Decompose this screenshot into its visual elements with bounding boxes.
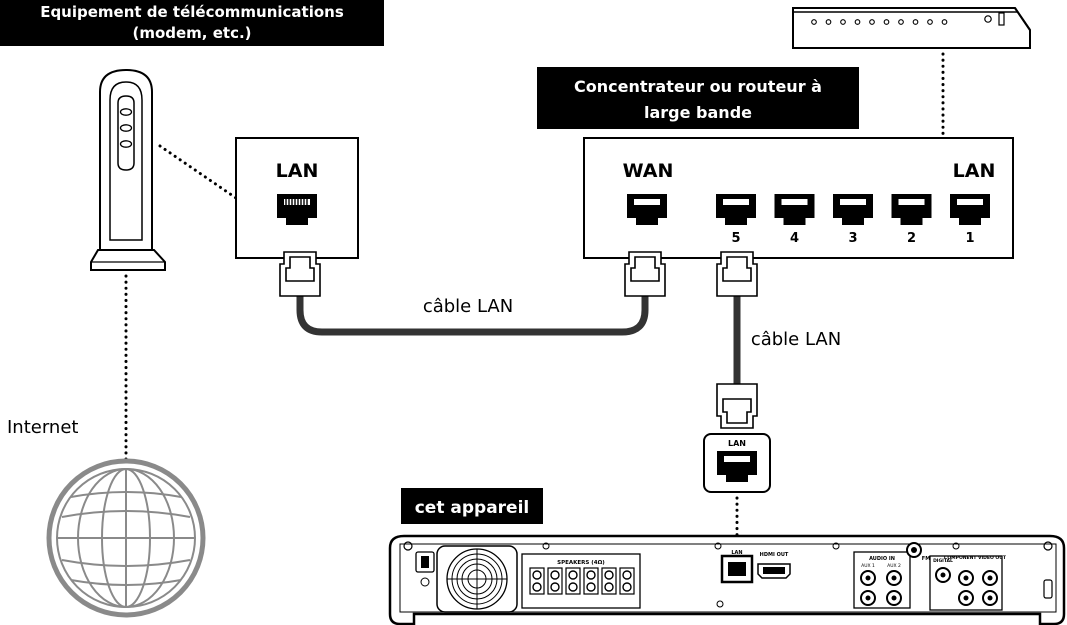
cable-label-1: câble LAN: [423, 296, 513, 317]
router-led-icon: [927, 19, 933, 25]
router-port-number: 1: [965, 231, 974, 246]
cooling-fan-icon: [436, 545, 518, 613]
router-led-icon: [869, 19, 875, 25]
device-title-box: cet appareil: [401, 488, 543, 524]
modem-lan-panel: LAN: [235, 137, 359, 259]
aux2-label: AUX 2: [887, 563, 901, 569]
lan-plug-modem: [279, 251, 321, 297]
device-back-panel: SPEAKERS (4Ω) LAN HDMI OUT AUDIO IN AUX …: [388, 534, 1066, 625]
router-led-icon: [854, 19, 861, 25]
router-port-number: 5: [731, 231, 740, 246]
modem-title-line1: Equipement de télécommunications: [40, 3, 344, 21]
router-led-icon: [898, 19, 904, 25]
modem-tower-icon: [90, 68, 166, 271]
fm-antenna-jack: FM: [906, 542, 930, 562]
speakers-terminal-block: SPEAKERS (4Ω): [521, 553, 641, 609]
router-port-panel: WAN LAN 5 4 3 2 1: [583, 137, 1014, 259]
router-appliance-icon: [792, 7, 1031, 49]
ac-power-inlet-icon: [415, 551, 435, 587]
modem-title-line2: (modem, etc.): [132, 24, 251, 42]
router-wan-label: WAN: [623, 160, 674, 182]
router-lan-port-2: 2: [891, 194, 932, 246]
speaker-terminal: [547, 567, 563, 595]
speaker-terminal: [583, 567, 599, 595]
router-port-number: 3: [848, 231, 857, 246]
router-title-line2: large bande: [644, 103, 752, 122]
router-lan-port-5: 5: [716, 194, 756, 246]
router-led-icon: [912, 19, 919, 25]
lan-plug-router-port5: [716, 251, 758, 297]
router-port-number: 4: [790, 231, 799, 246]
router-led-icon: [941, 19, 948, 25]
digital-and-component-jacks: DIGITAL COMPONENT VIDEO OUT: [929, 555, 1007, 611]
speakers-label: SPEAKERS (4Ω): [557, 560, 605, 566]
lan-cable-modem-router: [296, 292, 649, 336]
router-led-icon: [825, 19, 832, 25]
speaker-terminal: [601, 567, 617, 595]
speaker-terminal: [529, 567, 545, 595]
cable-label-2: câble LAN: [751, 329, 841, 350]
panel-hdmi-label: HDMI OUT: [760, 552, 789, 558]
component-label: COMPONENT VIDEO OUT: [944, 555, 1007, 561]
router-led-icon: [883, 19, 890, 25]
router-port-number: 2: [907, 231, 916, 246]
panel-screws: [542, 542, 960, 608]
router-lan-port-1: 1: [950, 194, 990, 246]
panel-hdmi-port: HDMI OUT: [757, 552, 791, 579]
lan-socket-label: LAN: [728, 439, 746, 448]
router-title-box: Concentrateur ou routeur à large bande: [537, 67, 859, 129]
internet-label: Internet: [7, 417, 78, 438]
router-lan-label: LAN: [953, 160, 996, 182]
router-led-icon: [811, 19, 817, 25]
audio-in-label: AUDIO IN: [869, 556, 895, 562]
aux1-label: AUX 1: [861, 563, 875, 569]
internet-globe-icon: [46, 458, 206, 618]
router-title-line1: Concentrateur ou routeur à: [574, 77, 822, 96]
lan-plug-device: [716, 383, 758, 429]
modem-title-box: Equipement de télécommunications (modem,…: [0, 0, 384, 46]
router-led-icon: [840, 19, 846, 25]
router-lan-port-4: 4: [774, 194, 815, 246]
panel-lan-port: LAN: [720, 550, 754, 584]
speaker-terminal: [619, 567, 635, 595]
speaker-terminal: [565, 567, 581, 595]
digital-label: DIGITAL: [933, 558, 953, 564]
device-lan-socket-callout: LAN: [703, 433, 771, 493]
panel-lan-label: LAN: [731, 550, 742, 556]
modem-to-lan-dotted-line: [158, 144, 238, 200]
device-title: cet appareil: [415, 498, 530, 518]
audio-in-jacks: AUDIO IN AUX 1 AUX 2: [853, 551, 911, 609]
router-lan-port-3: 3: [833, 194, 873, 246]
modem-lan-label: LAN: [276, 160, 319, 182]
fm-label: FM: [922, 556, 930, 562]
router-wan-port-icon: [627, 194, 667, 225]
modem-lan-port-icon: [277, 194, 317, 225]
lan-plug-router-wan: [624, 251, 666, 297]
